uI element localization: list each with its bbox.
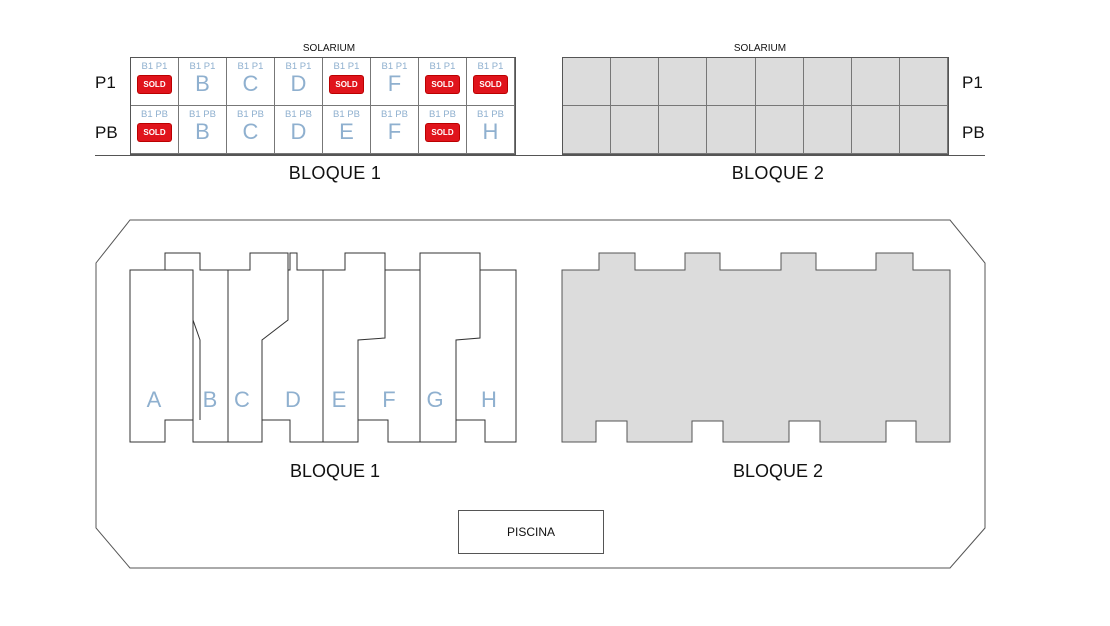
bloque2-plan-label: BLOQUE 2	[733, 461, 823, 481]
unit-code: B1 P1	[429, 61, 456, 72]
sold-badge: SOLD	[474, 76, 507, 93]
unit-letter: B	[195, 119, 210, 144]
unit-pb-1[interactable]: B1 PB SOLD	[131, 106, 179, 154]
bloque2-unit-p1-7	[851, 58, 900, 106]
unit-letter: H	[482, 119, 499, 144]
unit-p1-7[interactable]: B1 P1 SOLD	[419, 58, 467, 106]
unit-code: B1 P1	[189, 61, 216, 72]
unit-letter: D	[290, 71, 307, 96]
bloque2-unit-pb-5	[755, 106, 804, 154]
bloque2-unit-p1-6	[803, 58, 852, 106]
floor-label-pb-left: PB	[95, 123, 118, 142]
unit-label-h: H	[481, 387, 497, 412]
bloque2-unit-pb-7	[851, 106, 900, 154]
bloque2-unit-pb-3	[659, 106, 708, 154]
unit-label-g: G	[426, 387, 443, 412]
bloque2-unit-pb-8	[899, 106, 948, 154]
bloque2-unit-pb-4	[707, 106, 756, 154]
unit-code: B1 PB	[285, 109, 312, 120]
unit-pb-7[interactable]: B1 PB SOLD	[419, 106, 467, 154]
bloque2-unit-p1-8	[899, 58, 948, 106]
bloque2-elevation-grid	[562, 57, 949, 155]
unit-p1-1[interactable]: B1 P1 SOLD	[131, 58, 179, 106]
sold-badge: SOLD	[426, 124, 459, 141]
unit-code: B1 PB	[381, 109, 408, 120]
unit-code: B1 P1	[237, 61, 264, 72]
unit-letter: B	[195, 71, 210, 96]
bloque2-unit-pb-6	[803, 106, 852, 154]
unit-letter: D	[290, 119, 307, 144]
sold-badge: SOLD	[138, 124, 171, 141]
unit-letter: E	[339, 119, 354, 144]
unit-code: B1 PB	[189, 109, 216, 120]
unit-code: B1 P1	[141, 61, 168, 72]
unit-label-e: E	[332, 387, 347, 412]
unit-letter: C	[242, 71, 259, 96]
ground-line	[95, 155, 985, 156]
unit-code: B1 PB	[237, 109, 264, 120]
unit-label-f: F	[382, 387, 395, 412]
bloque1-plan-label: BLOQUE 1	[290, 461, 380, 481]
bloque2-unit-pb-1	[563, 106, 612, 154]
unit-p1-8[interactable]: B1 P1 SOLD	[467, 58, 515, 106]
unit-code: B1 P1	[333, 61, 360, 72]
bloque2-unit-p1-1	[563, 58, 612, 106]
unit-letter: C	[242, 119, 259, 144]
unit-letter: F	[387, 119, 402, 144]
bloque2-floorplan	[561, 252, 951, 443]
bloque2-unit-p1-4	[707, 58, 756, 106]
bloque2-unit-p1-3	[659, 58, 708, 106]
floor-label-p1-left: P1	[95, 73, 116, 92]
unit-code: B1 PB	[333, 109, 360, 120]
floor-label-p1-right: P1	[962, 73, 983, 92]
bloque1-floorplan	[129, 252, 517, 443]
unit-p1-5[interactable]: B1 P1 SOLD	[323, 58, 371, 106]
unit-code: B1 P1	[381, 61, 408, 72]
floor-label-pb-right: PB	[962, 123, 985, 142]
unit-code: B1 P1	[285, 61, 312, 72]
unit-label-a: A	[147, 387, 162, 412]
unit-label-d: D	[285, 387, 301, 412]
unit-code: B1 PB	[141, 109, 168, 120]
solarium-label-bloque2: SOLARIUM	[733, 43, 787, 54]
unit-label-c: C	[234, 387, 250, 412]
bloque2-unit-p1-5	[755, 58, 804, 106]
sold-badge: SOLD	[330, 76, 363, 93]
unit-code: B1 PB	[477, 109, 504, 120]
unit-code: B1 PB	[429, 109, 456, 120]
sold-badge: SOLD	[426, 76, 459, 93]
bloque1-elevation-label: BLOQUE 1	[288, 163, 382, 183]
unit-label-b: B	[203, 387, 218, 412]
bloque2-unit-p1-2	[611, 58, 660, 106]
unit-letter: F	[387, 71, 402, 96]
unit-code: B1 P1	[477, 61, 504, 72]
sold-badge: SOLD	[138, 76, 171, 93]
bloque2-elevation-label: BLOQUE 2	[731, 163, 825, 183]
piscina-pool: PISCINA	[458, 510, 604, 554]
bloque2-unit-pb-2	[611, 106, 660, 154]
solarium-label-bloque1: SOLARIUM	[302, 43, 356, 54]
